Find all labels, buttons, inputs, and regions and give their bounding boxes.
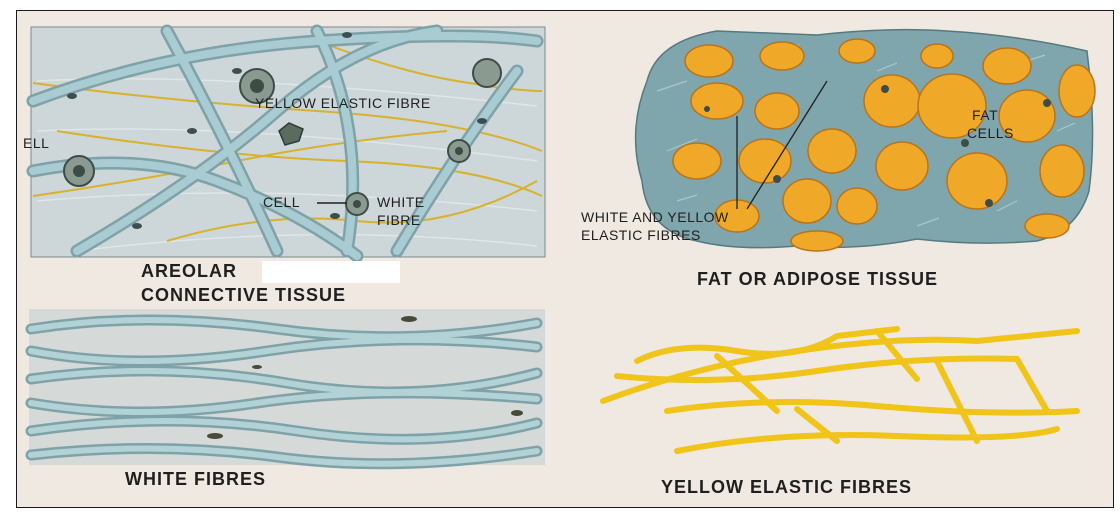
areolar-title-line2: CONNECTIVE TISSUE [141,285,346,306]
illustration-frame: ELL YELLOW ELASTIC FIBRE CELL WHITE FIBR… [16,10,1114,508]
areolar-cell-label: CELL [263,194,300,211]
white-fibre-label-line1: WHITE [377,194,425,211]
fat-cells-label-line2: CELLS [967,125,1014,142]
redaction-box [262,261,400,283]
areolar-title-line1: AREOLAR [141,261,237,282]
areolar-cell-label-left: ELL [23,135,49,152]
yellow-elastic-fibres-panel [603,329,1077,451]
adipose-fibres-label-line1: WHITE AND YELLOW [581,209,729,226]
white-fibres-title: WHITE FIBRES [125,469,266,490]
fat-cells-label-line1: FAT [972,107,998,124]
adipose-title: FAT OR ADIPOSE TISSUE [697,269,938,290]
adipose-fibres-label-line2: ELASTIC FIBRES [581,227,701,244]
white-fibre-label-line2: FIBRE [377,212,421,229]
areolar-tissue-panel [31,27,545,257]
yellow-elastic-fibre-label: YELLOW ELASTIC FIBRE [255,95,431,112]
tissue-illustration [17,11,1114,508]
yellow-elastic-fibres-title: YELLOW ELASTIC FIBRES [661,477,912,498]
white-fibres-panel [29,309,545,465]
